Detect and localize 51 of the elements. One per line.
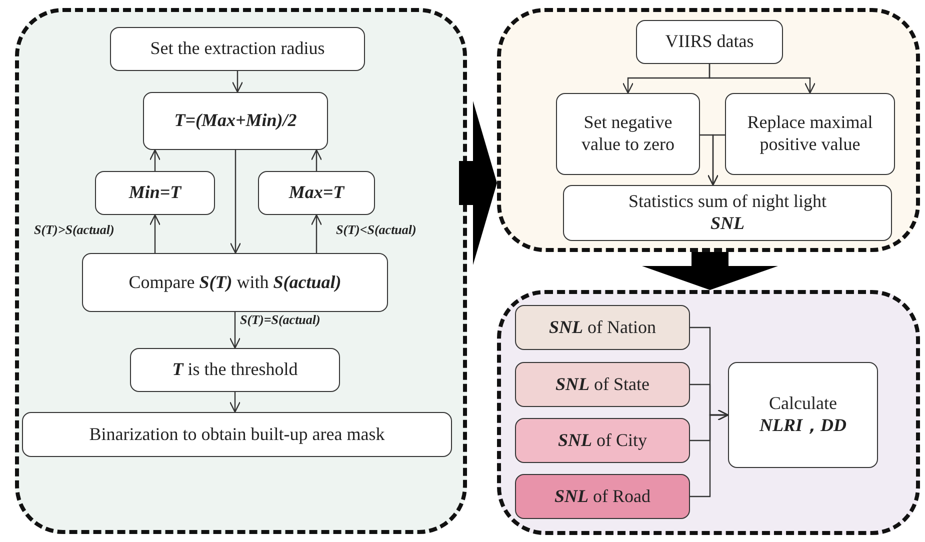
process-box bbox=[563, 185, 892, 241]
box-label: SNL of State bbox=[555, 374, 650, 396]
process-box bbox=[515, 305, 690, 350]
box-label: Min=T bbox=[128, 182, 182, 204]
edge-label: S(T)=S(actual) bbox=[240, 312, 320, 328]
arrow bbox=[707, 134, 725, 186]
arrow bbox=[310, 214, 322, 253]
process-box bbox=[95, 171, 215, 215]
box-label: SNL of City bbox=[558, 430, 648, 452]
box-label: T is the threshold bbox=[172, 359, 298, 381]
edge-label: S(T)<S(actual) bbox=[336, 222, 416, 238]
box-label: SNL of Nation bbox=[549, 316, 656, 338]
box-label: Statistics sum of night light SNL bbox=[628, 191, 826, 235]
dashed-panel bbox=[497, 8, 920, 252]
box-label: Replace maximal positive value bbox=[746, 112, 874, 156]
edge-label: S(T)>S(actual) bbox=[34, 222, 114, 238]
box-label: Calculate NLRI，DD bbox=[759, 393, 846, 437]
dashed-panel bbox=[497, 290, 920, 535]
box-label: T=(Max+Min)/2 bbox=[174, 110, 297, 132]
arrow bbox=[310, 149, 322, 171]
process-box bbox=[636, 20, 783, 64]
arrow bbox=[149, 214, 161, 253]
process-box bbox=[515, 474, 690, 519]
process-box bbox=[110, 27, 365, 71]
process-box bbox=[556, 93, 700, 175]
process-box bbox=[725, 93, 895, 175]
block-arrow bbox=[642, 252, 778, 290]
arrow bbox=[708, 64, 816, 94]
process-box bbox=[82, 253, 388, 312]
box-label: VIIRS datas bbox=[665, 31, 754, 53]
process-box bbox=[515, 362, 690, 407]
process-box bbox=[258, 171, 375, 215]
process-box bbox=[143, 92, 328, 150]
dashed-panel bbox=[15, 8, 467, 534]
box-label: Set negative value to zero bbox=[580, 112, 676, 156]
arrow bbox=[229, 392, 241, 413]
box-label: SNL of Road bbox=[554, 486, 650, 508]
box-label: Compare S(T) with S(actual) bbox=[128, 272, 342, 294]
box-label: Max=T bbox=[288, 182, 344, 204]
arrow bbox=[232, 71, 244, 93]
process-box bbox=[130, 348, 340, 392]
arrow bbox=[230, 150, 242, 254]
block-arrow bbox=[459, 101, 497, 265]
box-label: Set the extraction radius bbox=[150, 38, 325, 60]
arrow bbox=[690, 409, 729, 498]
box-label: Binarization to obtain built-up area mask bbox=[89, 424, 385, 446]
arrow bbox=[229, 312, 241, 349]
process-box bbox=[22, 412, 452, 457]
arrow bbox=[149, 149, 161, 171]
process-box bbox=[515, 418, 690, 463]
process-box bbox=[728, 362, 878, 468]
